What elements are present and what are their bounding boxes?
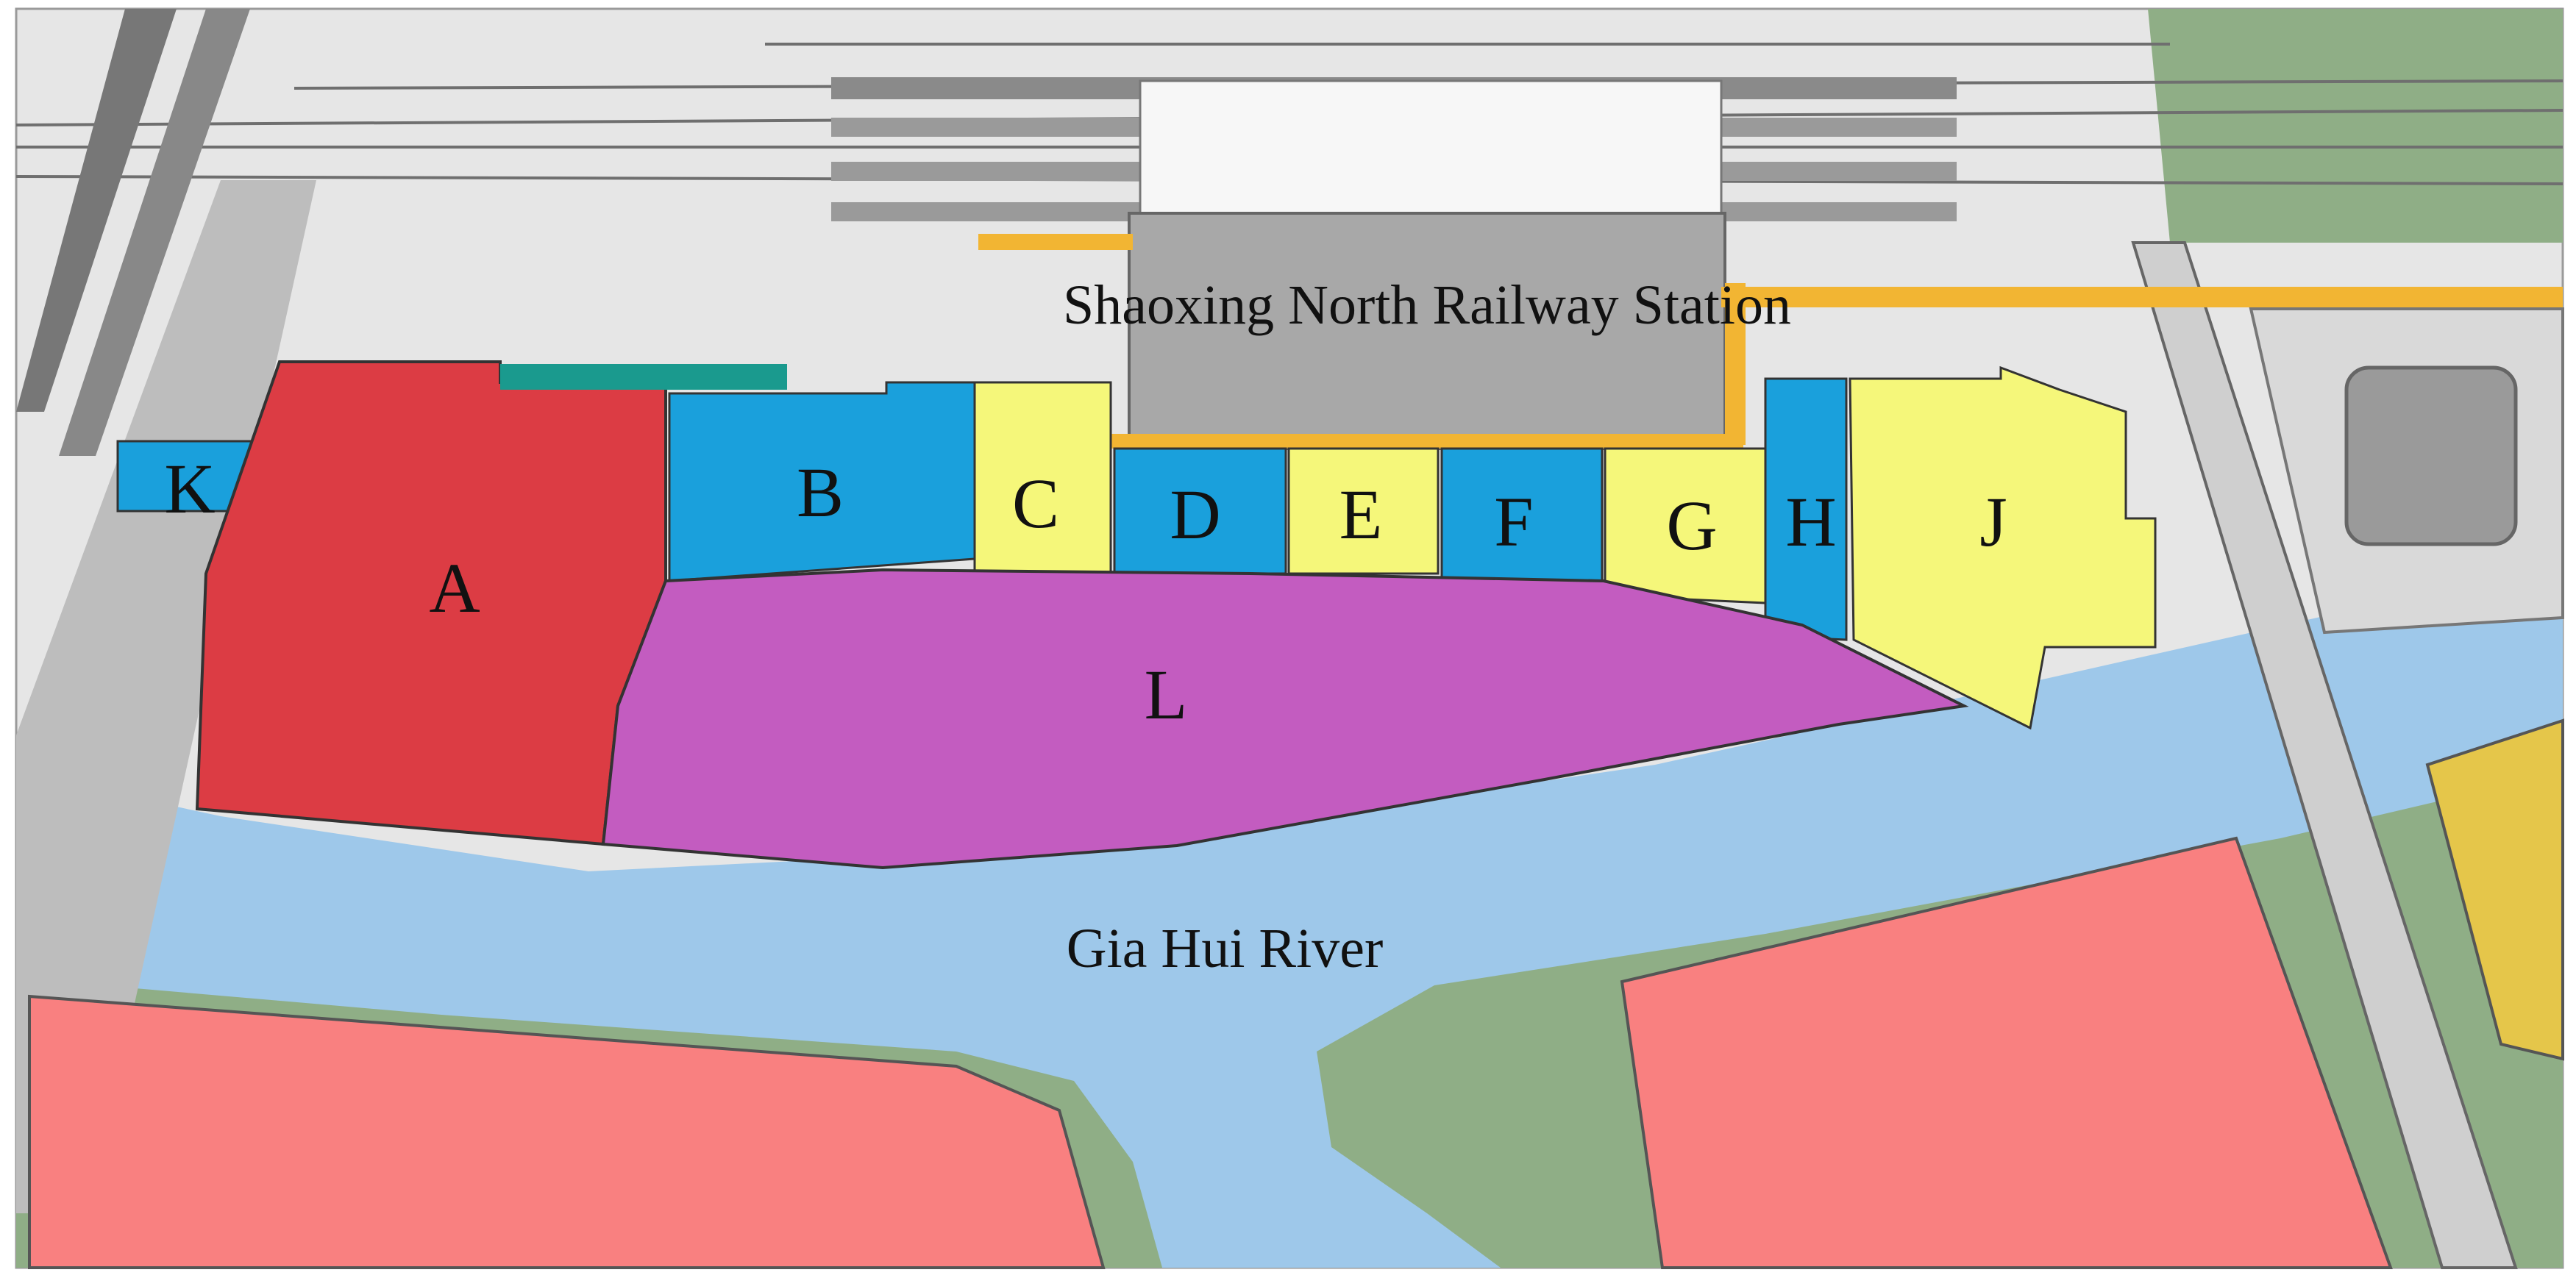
zone-teal-strip <box>500 364 787 390</box>
zone-label-e: E <box>1339 475 1383 554</box>
zone-label-j: J <box>1979 482 2007 561</box>
green-space-northeast <box>2148 9 2563 243</box>
zone-label-f: F <box>1494 482 1534 561</box>
zone-label-l: L <box>1144 655 1188 734</box>
station-building <box>1128 212 1726 450</box>
river-label: Gia Hui River <box>1066 918 1384 979</box>
development-block-southeast <box>1620 836 2393 1269</box>
platforms <box>831 77 1957 221</box>
walkway <box>978 234 2563 449</box>
zone-shapes <box>116 360 2157 870</box>
development-block-southwest <box>28 994 1106 1269</box>
zone-label-h: H <box>1785 482 1837 561</box>
zone-e-shape <box>1287 447 1440 575</box>
zone-h-shape <box>1764 377 1848 641</box>
river <box>16 559 2563 1268</box>
zone-label-d: D <box>1170 475 1221 554</box>
diagonal-roads <box>16 9 2564 1269</box>
zone-l-shape <box>601 568 1969 870</box>
zone-label-g: G <box>1666 486 1718 565</box>
zone-label-k: K <box>164 449 216 528</box>
zone-label-b: B <box>796 453 844 532</box>
zone-label-c: C <box>1011 464 1060 543</box>
station-label: Shaoxing North Railway Station <box>1062 274 1792 336</box>
zone-j-shape <box>1849 365 2157 730</box>
zone-label-a: A <box>429 549 480 627</box>
